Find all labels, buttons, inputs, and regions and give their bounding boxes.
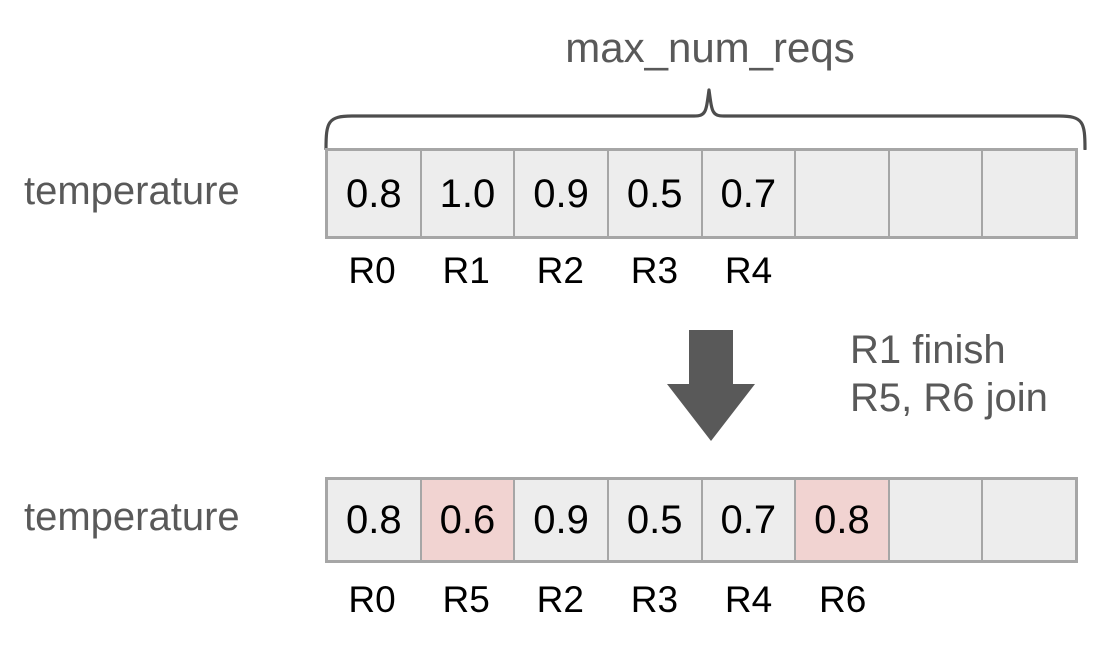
table-cell-empty[interactable] [889, 151, 984, 236]
temperature-table-before: 0.8 1.0 0.9 0.5 0.7 [325, 148, 1078, 239]
table-cell[interactable]: 0.9 [515, 480, 609, 560]
down-arrow-glyph [667, 330, 755, 441]
request-id-label: R3 [630, 250, 679, 291]
row-label-temperature-before: temperature [24, 169, 240, 213]
request-id-label [984, 578, 1078, 622]
table-cell[interactable]: 0.7 [702, 480, 797, 560]
request-id-label: R5 [442, 579, 490, 620]
request-id-label: R0 [348, 579, 396, 620]
table-cell[interactable]: 0.5 [608, 151, 703, 236]
request-id-label: R3 [630, 579, 679, 620]
table-cell[interactable]: 1.0 [421, 151, 516, 236]
annotation-line-2: R5, R6 join [850, 376, 1048, 420]
table-cell-highlighted[interactable]: 0.8 [796, 480, 890, 560]
transition-annotation: R1 finish R5, R6 join [850, 326, 1048, 422]
request-id-row-after: R0 R5 R2 R3 R4 R6 [325, 578, 1078, 622]
down-arrow-icon [664, 330, 758, 442]
table-cell-empty[interactable] [796, 151, 890, 236]
request-id-label [890, 578, 984, 622]
request-id-label: R4 [724, 579, 773, 620]
request-id-label [796, 249, 890, 293]
page-title-text: max_num_reqs [565, 24, 855, 71]
request-id-label: R6 [819, 579, 867, 620]
table-cell-empty[interactable] [983, 480, 1075, 560]
table-cell[interactable]: 0.8 [328, 480, 422, 560]
request-id-label [890, 249, 984, 293]
table-cell[interactable]: 0.7 [702, 151, 797, 236]
table-cell[interactable]: 0.5 [608, 480, 703, 560]
request-id-row-before: R0 R1 R2 R3 R4 [325, 249, 1078, 293]
request-id-label: R1 [442, 250, 490, 291]
temperature-table-after: 0.8 0.6 0.9 0.5 0.7 0.8 [325, 477, 1078, 563]
request-id-label [984, 249, 1078, 293]
row-label-temperature-after: temperature [24, 495, 240, 539]
annotation-line-1: R1 finish [850, 328, 1006, 372]
request-id-label: R0 [348, 250, 396, 291]
max-num-reqs-brace [318, 88, 1093, 151]
request-id-label: R4 [724, 250, 773, 291]
table-cell-empty[interactable] [889, 480, 984, 560]
page-title: max_num_reqs [0, 24, 1110, 72]
request-id-label: R2 [536, 250, 584, 291]
table-cell-highlighted[interactable]: 0.6 [421, 480, 516, 560]
table-cell[interactable]: 0.8 [328, 151, 422, 236]
table-cell-empty[interactable] [983, 151, 1075, 236]
table-cell[interactable]: 0.9 [515, 151, 609, 236]
request-id-label: R2 [536, 579, 584, 620]
brace-icon [324, 88, 1087, 151]
